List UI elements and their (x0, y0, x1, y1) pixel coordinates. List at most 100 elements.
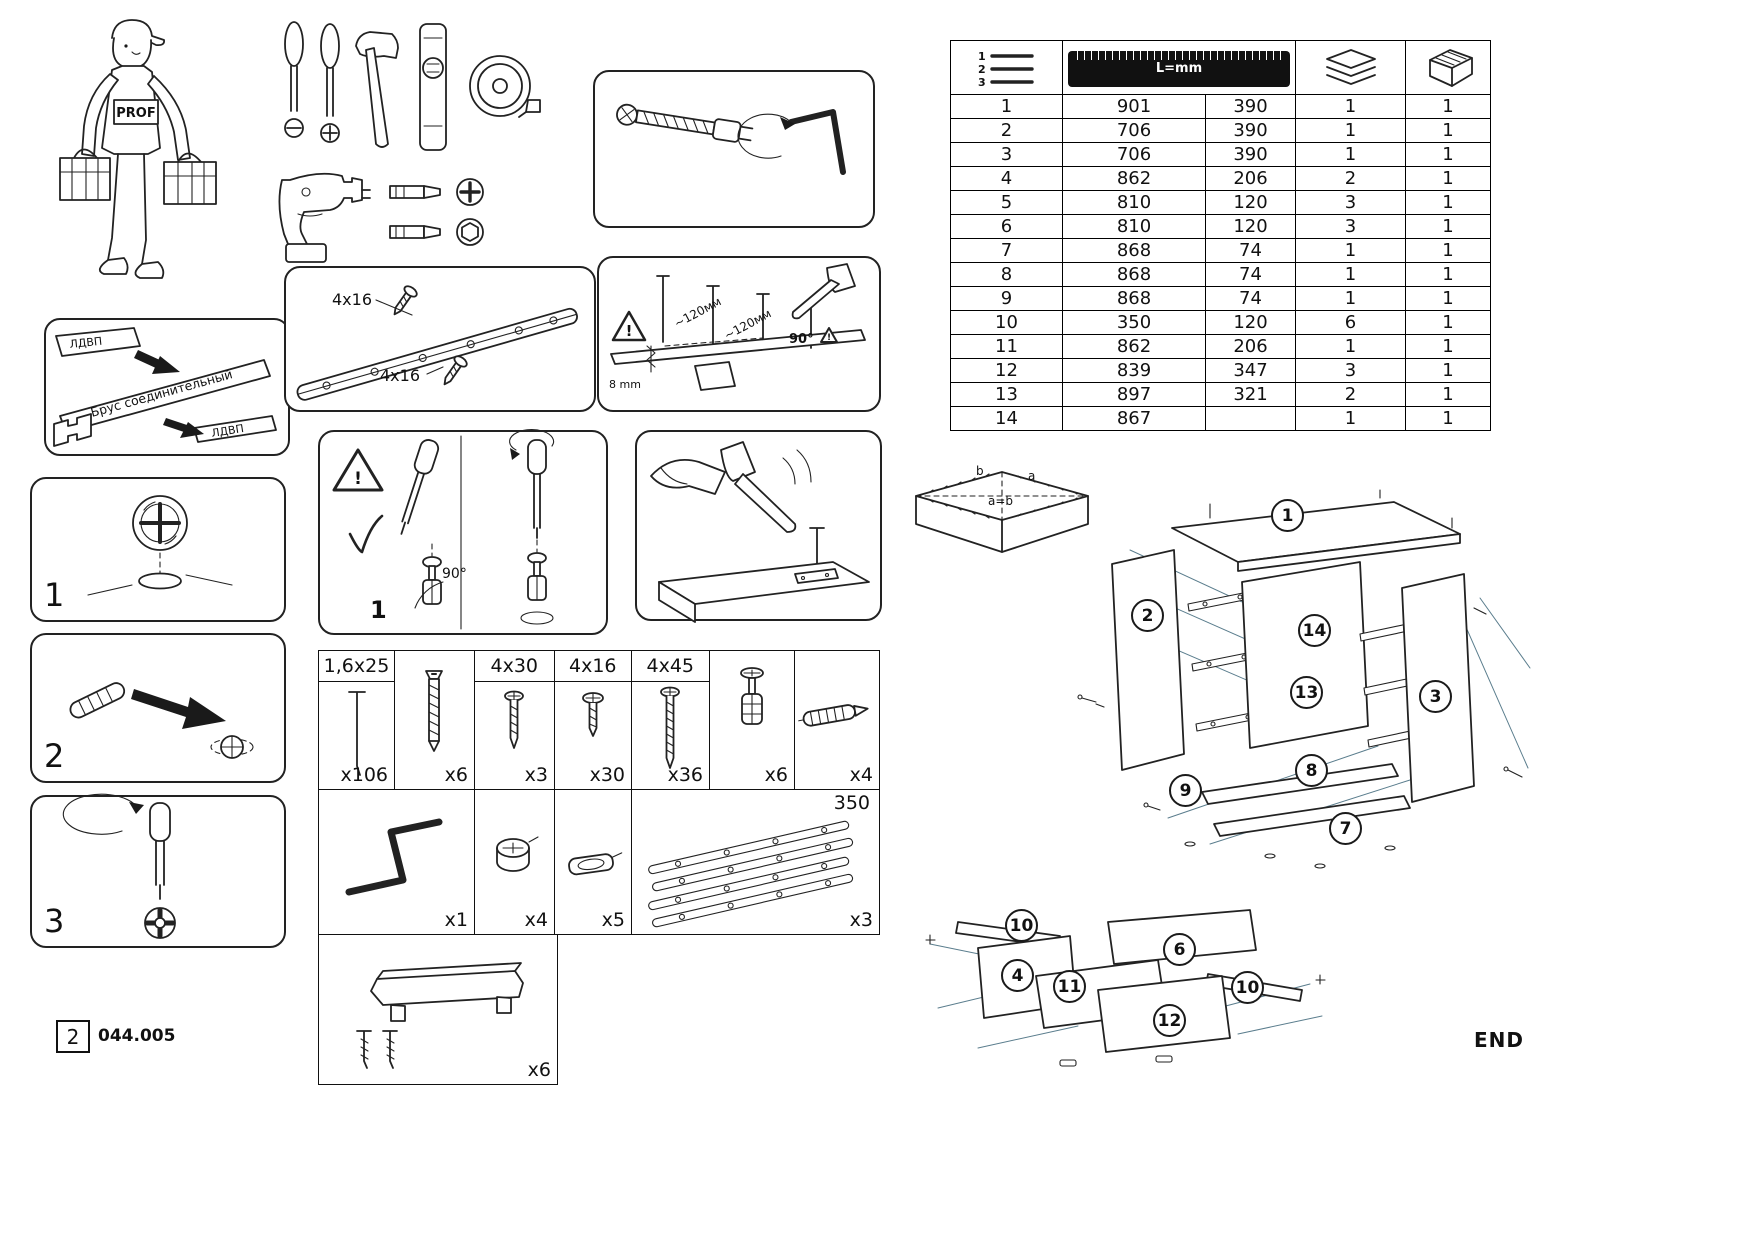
board-material-label: ЛДВП (210, 422, 244, 440)
hammer-icon (791, 263, 856, 320)
part-length-cell: 810 (1062, 214, 1206, 239)
screw-size-label: 4x16 (332, 290, 372, 309)
part-package-cell: 1 (1405, 94, 1491, 119)
layers-icon (1325, 48, 1376, 85)
warning-triangle-icon (820, 327, 838, 343)
rotate-arrow-icon (509, 428, 555, 451)
hardware-size-label: 4x16 (554, 651, 631, 682)
step-panel-tighten-screw: 3 (30, 793, 286, 948)
hardware-count: x6 (764, 764, 788, 786)
drill-bit-icon (646, 345, 656, 373)
part-length-cell: 862 (1062, 166, 1206, 191)
col-package (1405, 40, 1491, 95)
clip-icon (567, 851, 623, 875)
wood-screw-icon (581, 692, 604, 737)
step-number: 1 (370, 596, 387, 624)
diagonal-b-label: b (976, 464, 984, 478)
part-length-cell: 706 (1062, 118, 1206, 143)
screwdriver-icon (149, 802, 171, 900)
part-quantity-cell: 1 (1295, 262, 1406, 287)
part-package-cell: 1 (1405, 358, 1491, 383)
phillips-bit-icon (389, 178, 484, 206)
hardware-size-label: 1,6x25 (319, 651, 394, 682)
hardware-cell-screw-4x45: 4x45 x36 (630, 650, 710, 790)
part-width-cell: 120 (1205, 310, 1296, 335)
part-number-cell: 2 (950, 118, 1063, 143)
parts-table-row: 3 706 390 1 1 (950, 142, 1491, 167)
callout-3: 3 (1419, 680, 1452, 713)
step-panel-dowel-insert: 2 (30, 633, 286, 783)
part-package-cell: 1 (1405, 286, 1491, 311)
screwdriver-icon (400, 439, 440, 535)
hex-key-icon (737, 109, 846, 175)
part-length-cell: 839 (1062, 358, 1206, 383)
screw-icon (393, 285, 418, 316)
hardware-size-label: 4x45 (631, 651, 709, 682)
part-number-cell: 3 (950, 142, 1063, 167)
confirmat-screw-icon (425, 670, 444, 752)
part-number-cell: 1 (950, 94, 1063, 119)
part-width-cell: 206 (1205, 166, 1296, 191)
warning-mark: ! (626, 322, 633, 340)
hardware-cell-handle: x6 (318, 933, 558, 1085)
part-package-cell: 1 (1405, 190, 1491, 215)
hardware-cell-cam-lock: x4 (473, 788, 555, 935)
diagonal-a-label: a (1028, 469, 1035, 483)
part-length-cell: 901 (1062, 94, 1206, 119)
vest-label: PROF (116, 106, 155, 121)
cam-lock-icon (496, 835, 539, 872)
screw-head-icon (144, 907, 176, 939)
wood-screw-icon (660, 686, 681, 769)
dowel-icon (69, 682, 126, 719)
part-width-cell: 206 (1205, 334, 1296, 359)
cam-bolt-icon (739, 667, 764, 725)
hardware-cell-drawer-slides: 350 (630, 788, 880, 935)
hardware-count: x1 (444, 909, 468, 931)
part-length-cell: 350 (1062, 310, 1206, 335)
part-width-cell: 390 (1205, 142, 1296, 167)
warning-triangle-icon (332, 448, 384, 492)
part-width-cell: 74 (1205, 238, 1296, 263)
hammer-icon (355, 31, 399, 148)
col-length: L=mm (1062, 40, 1296, 95)
warning-mark: ! (354, 469, 362, 489)
worker-illustration: PROF (52, 8, 242, 293)
hardware-cell-cam-bolt: x6 (708, 650, 795, 790)
callout-2: 2 (1131, 599, 1164, 632)
step-number: 3 (44, 902, 65, 940)
part-width-cell: 120 (1205, 190, 1296, 215)
hardware-count: x36 (667, 764, 703, 786)
level-icon (419, 23, 447, 151)
tape-measure-icon (469, 55, 541, 118)
cam-bolt-icon (527, 539, 547, 601)
hardware-count: x5 (601, 909, 625, 931)
hardware-cell-screw-4x16: 4x16 x30 (553, 650, 632, 790)
part-quantity-cell: 1 (1295, 142, 1406, 167)
part-package-cell: 1 (1405, 214, 1491, 239)
part-length-cell: 897 (1062, 382, 1206, 407)
slide-length-label: 350 (833, 791, 870, 814)
part-package-cell: 1 (1405, 334, 1491, 359)
part-width-cell: 390 (1205, 118, 1296, 143)
flat-screwdriver-icon (284, 21, 304, 138)
handle-icon (356, 961, 524, 1069)
hardware-cell-nail: 1,6x25 x106 (318, 650, 395, 790)
page-number-box: 2 (56, 1020, 90, 1053)
callout-9: 9 (1169, 774, 1202, 807)
spacing-label: ~120мм (672, 294, 724, 330)
callout-8: 8 (1295, 754, 1328, 787)
part-number-cell: 11 (950, 334, 1063, 359)
part-quantity-cell: 1 (1295, 118, 1406, 143)
bottom-rail-front (1201, 763, 1399, 805)
hardware-count: x3 (849, 909, 873, 931)
parts-table-row: 1 901 390 1 1 (950, 94, 1491, 119)
callout-11: 11 (1053, 970, 1086, 1003)
col-part-number: 1 2 3 (950, 40, 1063, 95)
hammer-plate-panel (635, 430, 882, 623)
part-number-cell: 12 (950, 358, 1063, 383)
connector-bar-panel: ЛДВП Брус соединительный ЛДВП (44, 318, 290, 456)
hand-icon (650, 458, 726, 495)
hardware-count: x4 (524, 909, 548, 931)
part-length-cell: 867 (1062, 406, 1206, 431)
drill-size-label: 8 mm (609, 378, 641, 391)
